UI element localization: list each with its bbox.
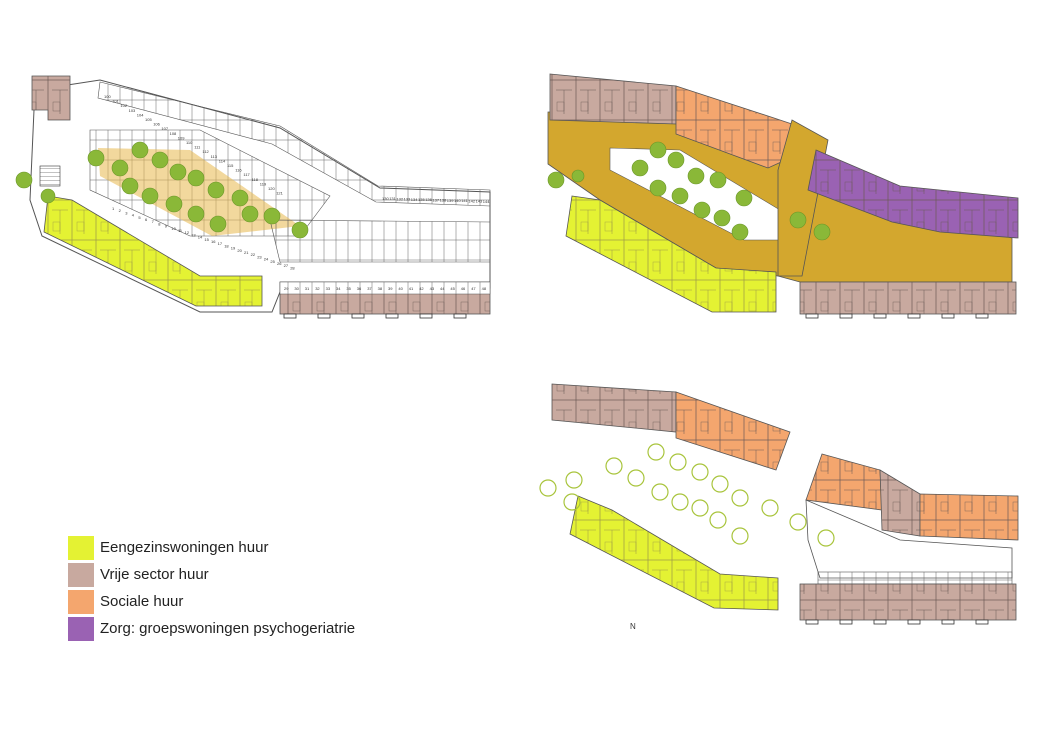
tree-outline-icons	[539, 443, 835, 547]
legend-swatch	[68, 617, 94, 641]
legend-label: Zorg: groepswoningen psychogeriatrie	[100, 620, 356, 637]
tree-icons-ground	[547, 141, 831, 241]
plan-ground-level	[547, 73, 1019, 319]
legend-swatch	[68, 590, 94, 614]
legend-label: Sociale huur	[100, 593, 184, 610]
north-arrow-label: N	[630, 622, 636, 631]
plan-parking-level	[15, 75, 491, 319]
legend-label: Vrije sector huur	[100, 566, 209, 583]
tree-icons	[15, 141, 309, 239]
legend-label: Eengezinswoningen huur	[100, 539, 269, 556]
legend-swatch	[68, 536, 94, 560]
legend-swatch	[68, 563, 94, 587]
parking-stalls-top	[97, 81, 491, 207]
parking-stalls-middle	[269, 219, 491, 263]
plan-upper-level	[539, 383, 1019, 625]
